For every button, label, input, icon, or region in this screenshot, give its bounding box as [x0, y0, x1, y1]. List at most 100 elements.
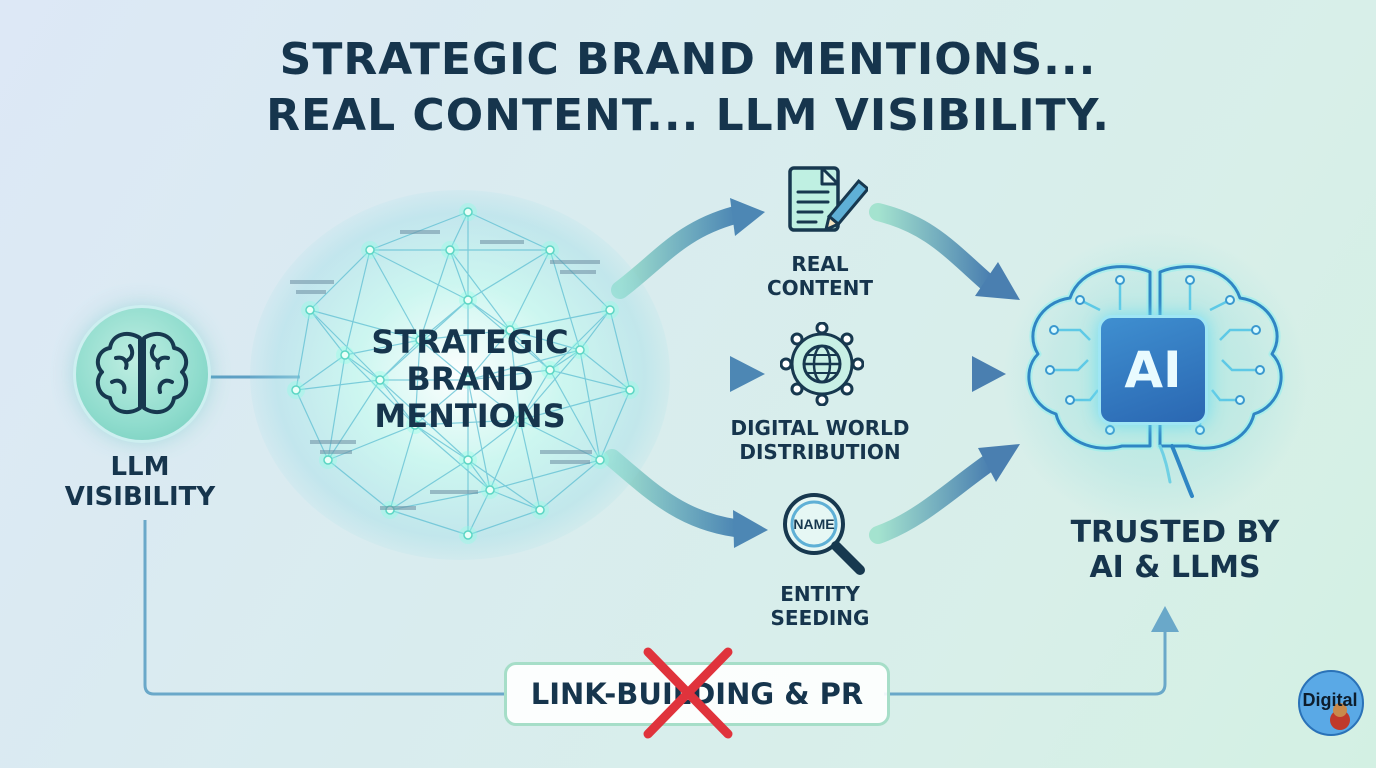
- label-line: DIGITAL WORLD: [730, 416, 910, 440]
- network-node: [575, 345, 585, 355]
- network-edge: [309, 309, 381, 381]
- network-edge: [369, 249, 469, 301]
- network-edge: [327, 379, 381, 461]
- network-edge: [344, 354, 416, 426]
- network-edge: [549, 369, 601, 461]
- network-edge: [379, 379, 469, 461]
- feedback-loop-line: [143, 520, 504, 696]
- network-edge: [599, 389, 631, 461]
- network-node: [291, 385, 301, 395]
- document-pencil-icon: [788, 166, 868, 232]
- network-node: [535, 505, 545, 515]
- network-node: [505, 325, 515, 335]
- network-edge: [344, 354, 381, 381]
- arrowhead-rc-ai: [975, 262, 1020, 300]
- network-edge: [295, 354, 346, 391]
- ai-badge: AI: [1098, 315, 1208, 425]
- network-edge: [419, 299, 469, 341]
- network-edge: [389, 459, 469, 511]
- network-node: [410, 420, 420, 430]
- arrow-real-content-to-ai: [869, 203, 999, 294]
- logo-mascot-icon: [1330, 703, 1350, 730]
- network-edge: [519, 419, 541, 511]
- network-edge: [549, 309, 611, 371]
- network-edge: [467, 459, 541, 511]
- arrowhead-digital-world: [730, 356, 765, 392]
- network-node: [445, 245, 455, 255]
- network-edge: [519, 349, 581, 421]
- label-line: STRATEGIC: [371, 323, 569, 361]
- network-edge: [327, 424, 416, 461]
- red-x-icon: [643, 647, 733, 739]
- network-edge: [467, 299, 511, 331]
- label-line: BRAND: [406, 360, 534, 399]
- network-node: [365, 245, 375, 255]
- network-edge: [309, 249, 371, 311]
- network-edge: [467, 369, 551, 381]
- network-edge: [369, 249, 421, 341]
- network-edge: [509, 329, 551, 371]
- network-node: [463, 295, 473, 305]
- label-line: LLM: [110, 452, 170, 482]
- network-node: [463, 375, 473, 385]
- link-building-box: LINK-BUILDING & PR: [504, 662, 890, 726]
- network-edge: [379, 339, 421, 381]
- title-line-2: REAL CONTENT... LLM VISIBILITY.: [266, 90, 1110, 141]
- brain-outline-icon: [95, 331, 189, 415]
- label-line: CONTENT: [766, 276, 874, 300]
- network-icon: [287, 203, 639, 544]
- network-edge: [509, 329, 521, 421]
- network-edge: [579, 349, 631, 391]
- digital-logo: [1298, 670, 1364, 736]
- network-node: [595, 455, 605, 465]
- network-edge: [467, 459, 491, 491]
- network-edge: [579, 349, 601, 461]
- network-edge: [414, 419, 521, 426]
- network-edge: [419, 329, 511, 341]
- network-node: [463, 455, 473, 465]
- label-line: ENTITY: [780, 582, 860, 606]
- label-line: TRUSTED BY: [1070, 515, 1280, 550]
- network-edge: [295, 309, 311, 391]
- network-edge: [467, 379, 491, 491]
- network-edge: [519, 389, 631, 421]
- arrowhead-es-ai: [978, 444, 1020, 482]
- network-node: [463, 530, 473, 540]
- arrowhead-dw-ai: [972, 356, 1006, 392]
- magnifier-name-icon: NAME: [783, 493, 865, 575]
- network-edge: [414, 424, 491, 491]
- network-glow: [250, 190, 670, 560]
- network-edge: [344, 339, 421, 356]
- network-node: [415, 335, 425, 345]
- network-edge: [467, 489, 491, 536]
- label-line: AI & LLMS: [1089, 549, 1261, 585]
- network-node: [323, 455, 333, 465]
- network-node: [625, 385, 635, 395]
- network-edge: [467, 299, 551, 371]
- network-edge: [467, 379, 521, 421]
- network-edge: [389, 509, 469, 536]
- label-line: MENTIONS: [374, 397, 566, 436]
- network-node: [515, 415, 525, 425]
- network-edge: [579, 309, 611, 351]
- network-edge: [539, 459, 601, 511]
- network-edge: [519, 369, 551, 421]
- network-edge: [419, 249, 451, 341]
- title-line-1: STRATEGIC BRAND MENTIONS...: [279, 34, 1097, 85]
- label-line: SEEDING: [770, 606, 870, 630]
- network-edge: [449, 211, 469, 251]
- network-edge: [509, 249, 551, 331]
- network-node: [375, 375, 385, 385]
- network-edge: [467, 211, 551, 251]
- network-edge: [609, 309, 631, 391]
- network-edge: [509, 309, 611, 331]
- label-line: DISTRIBUTION: [739, 440, 901, 464]
- arrowhead-real-content: [730, 198, 765, 236]
- feedback-loop-line-right: [884, 630, 1167, 696]
- network-edge: [467, 329, 511, 381]
